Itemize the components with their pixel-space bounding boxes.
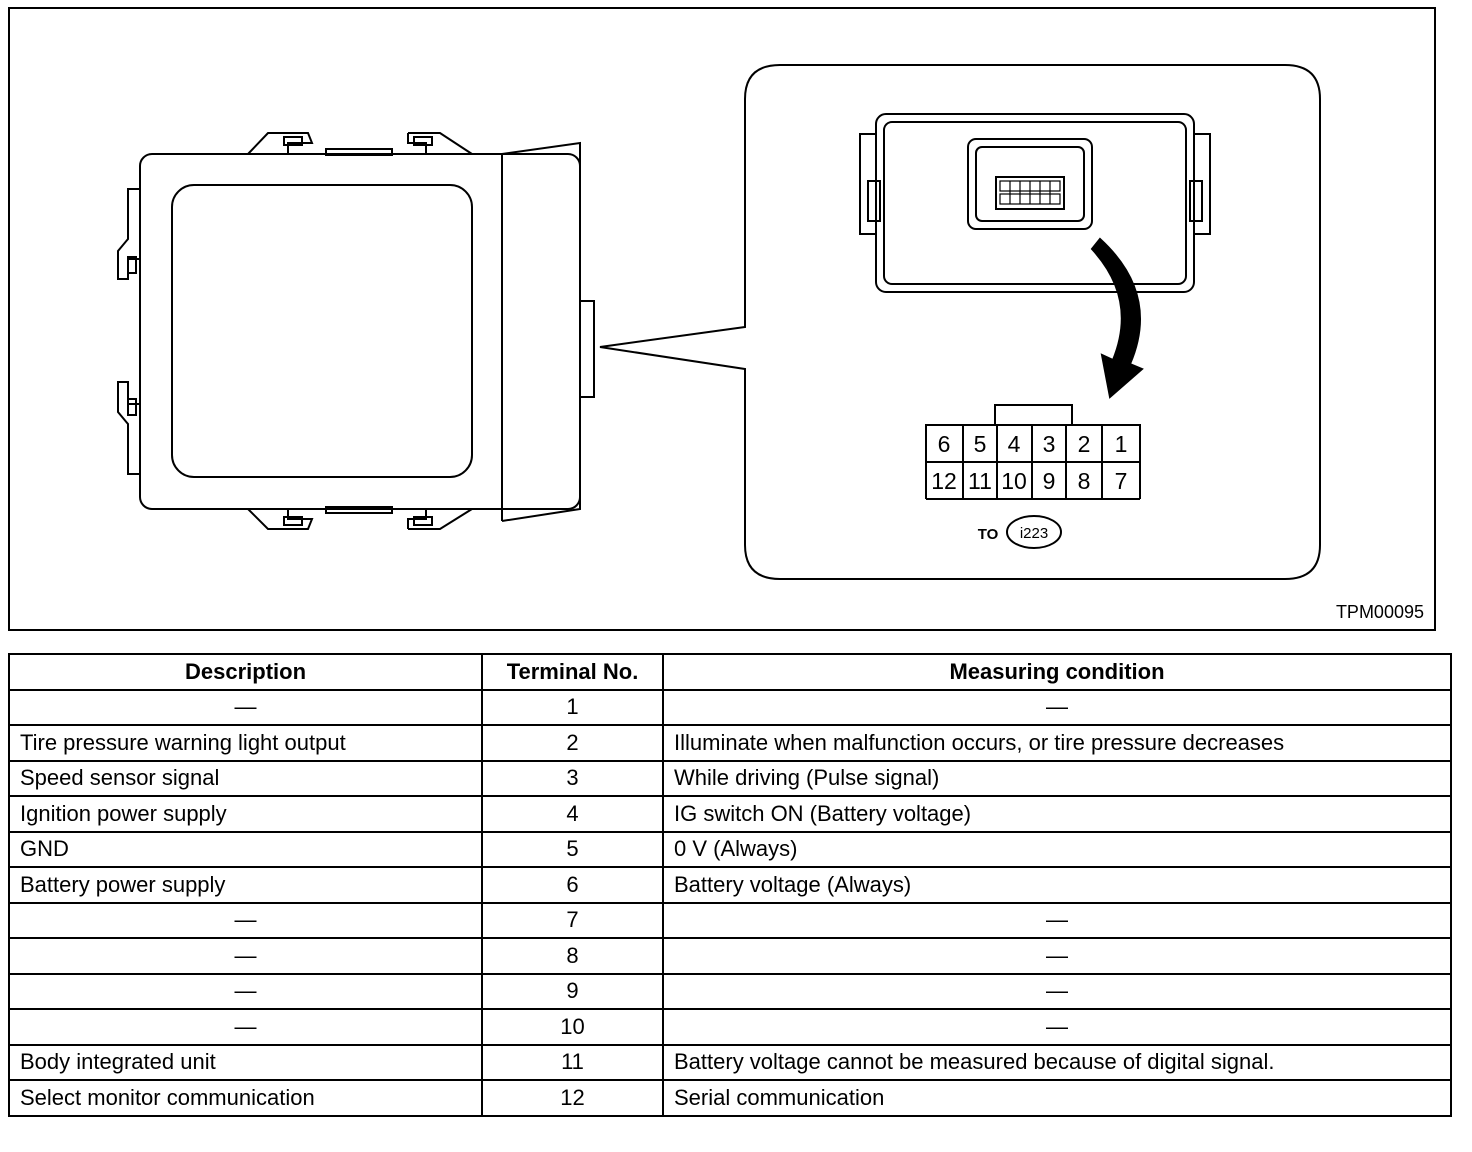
cell-terminal-no: 4 (481, 795, 664, 833)
cell-description: GND (8, 830, 483, 868)
connector-label-prefix: TO (978, 526, 999, 543)
cell-description: Battery power supply (8, 866, 483, 904)
cell-description: — (8, 1008, 483, 1046)
cell-terminal-no: 8 (481, 937, 664, 975)
control-unit (117, 132, 595, 530)
cell-terminal-no: 7 (481, 901, 664, 939)
cell-measuring-condition: — (662, 972, 1452, 1010)
cell-measuring-condition: Illuminate when malfunction occurs, or t… (662, 724, 1452, 762)
cell-measuring-condition: Battery voltage cannot be measured becau… (662, 1043, 1452, 1081)
unit-label-area (171, 184, 473, 478)
table-row: —10— (8, 1008, 1452, 1046)
terminal-number: 10 (1001, 468, 1027, 494)
table-row: —8— (8, 937, 1452, 975)
cell-terminal-no: 5 (481, 830, 664, 868)
terminal-number: 5 (974, 431, 987, 457)
cell-measuring-condition: — (662, 1008, 1452, 1046)
header-measuring-condition: Measuring condition (662, 653, 1452, 691)
header-terminal-no: Terminal No. (481, 653, 664, 691)
cell-description: Body integrated unit (8, 1043, 483, 1081)
cell-description: Select monitor communication (8, 1079, 483, 1117)
terminal-grid (925, 404, 1141, 500)
table-row: —1— (8, 688, 1452, 726)
cell-terminal-no: 12 (481, 1079, 664, 1117)
cell-terminal-no: 6 (481, 866, 664, 904)
terminal-number: 2 (1078, 431, 1091, 457)
cell-description: — (8, 688, 483, 726)
unit-connector-stub (579, 300, 595, 398)
detail-callout (599, 64, 1321, 580)
cell-measuring-condition: Battery voltage (Always) (662, 866, 1452, 904)
terminal-number: 9 (1043, 468, 1056, 494)
table-header-row: Description Terminal No. Measuring condi… (8, 653, 1452, 691)
cell-terminal-no: 10 (481, 1008, 664, 1046)
terminal-table: Description Terminal No. Measuring condi… (8, 653, 1452, 1117)
cell-measuring-condition: Serial communication (662, 1079, 1452, 1117)
cell-terminal-no: 2 (481, 724, 664, 762)
terminal-number: 12 (931, 468, 957, 494)
connector-front-view (859, 113, 1211, 293)
arrow-icon (1090, 237, 1144, 399)
terminal-number: 3 (1043, 431, 1056, 457)
cell-measuring-condition: While driving (Pulse signal) (662, 759, 1452, 797)
header-description: Description (8, 653, 483, 691)
cell-description: Ignition power supply (8, 795, 483, 833)
terminal-number: 7 (1115, 468, 1128, 494)
cell-terminal-no: 3 (481, 759, 664, 797)
terminal-number: 4 (1008, 431, 1021, 457)
connector-id: i223 (1020, 525, 1048, 542)
terminal-number: 6 (938, 431, 951, 457)
table-row: —7— (8, 901, 1452, 939)
table-row: —9— (8, 972, 1452, 1010)
cell-terminal-no: 1 (481, 688, 664, 726)
cell-measuring-condition: — (662, 901, 1452, 939)
cell-description: — (8, 901, 483, 939)
figure-id: TPM00095 (1335, 602, 1424, 622)
terminal-number: 1 (1115, 431, 1128, 457)
cell-description: — (8, 937, 483, 975)
cell-description: — (8, 972, 483, 1010)
cell-measuring-condition: IG switch ON (Battery voltage) (662, 795, 1452, 833)
cell-measuring-condition: — (662, 688, 1452, 726)
terminal-number: 8 (1078, 468, 1091, 494)
terminal-number: 11 (968, 468, 992, 494)
connector-id-oval (1006, 515, 1062, 549)
cell-description: Tire pressure warning light output (8, 724, 483, 762)
cell-description: Speed sensor signal (8, 759, 483, 797)
cell-terminal-no: 11 (481, 1043, 664, 1081)
cell-terminal-no: 9 (481, 972, 664, 1010)
cell-measuring-condition: 0 V (Always) (662, 830, 1452, 868)
cell-measuring-condition: — (662, 937, 1452, 975)
